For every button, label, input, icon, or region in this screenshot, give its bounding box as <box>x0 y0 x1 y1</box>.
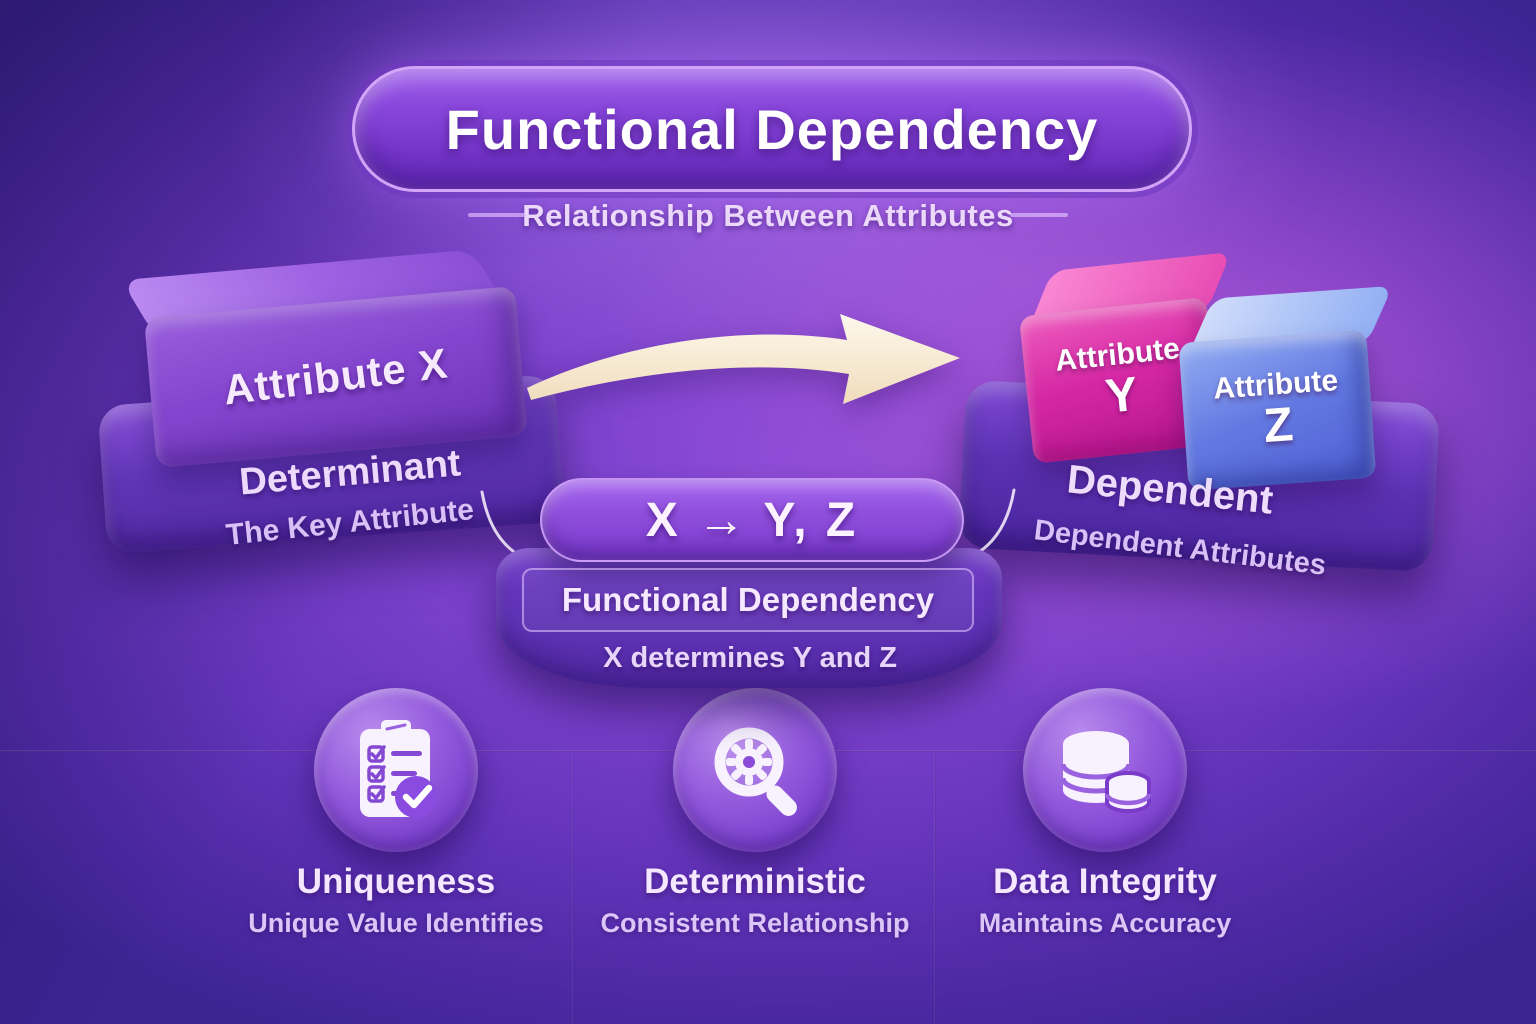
feature-divider-right <box>934 752 936 1024</box>
page-title: Functional Dependency <box>445 97 1099 161</box>
feature-data-integrity: Data Integrity Maintains Accuracy <box>925 688 1285 939</box>
feature-subtitle: Maintains Accuracy <box>978 908 1232 938</box>
dependency-title-frame: Functional Dependency <box>522 568 974 632</box>
attribute-z-cube: Attribute Z <box>1175 283 1393 496</box>
feature-subtitle: Unique Value Identifies <box>248 908 544 938</box>
attribute-x-label: Attribute X <box>220 339 451 414</box>
subtitle-dash-right <box>1010 213 1068 217</box>
feature-divider-left <box>572 752 574 1024</box>
feature-data-integrity-badge <box>1023 688 1187 852</box>
attribute-y-letter: Y <box>1102 367 1141 424</box>
feature-title: Deterministic <box>644 862 866 901</box>
magnifier-gear-icon <box>714 727 797 816</box>
feature-deterministic: Deterministic Consistent Relationship <box>575 688 935 939</box>
feature-subtitle: Consistent Relationship <box>600 908 910 938</box>
page-subtitle: Relationship Between Attributes <box>522 198 1014 233</box>
dependency-formula: X → Y, Z <box>645 493 859 547</box>
checklist-icon <box>360 720 437 818</box>
attribute-z-cube-front-face: Attribute Z <box>1178 329 1377 491</box>
feature-title: Data Integrity <box>993 862 1217 901</box>
subtitle-dash-left <box>468 213 526 217</box>
dependency-caption: X determines Y and Z <box>603 642 897 674</box>
attribute-x-block: Attribute X <box>121 244 528 468</box>
attribute-z-letter: Z <box>1261 397 1295 453</box>
dependency-title: Functional Dependency <box>561 581 935 618</box>
feature-title: Uniqueness <box>296 862 496 901</box>
dependency-arrow <box>527 314 960 404</box>
feature-deterministic-badge <box>673 688 837 852</box>
dependency-formula-pill: X → Y, Z <box>540 478 964 562</box>
database-icon <box>1060 731 1152 813</box>
feature-uniqueness: Uniqueness Unique Value Identifies <box>216 688 576 939</box>
feature-uniqueness-badge <box>314 688 478 852</box>
title-banner: Functional Dependency <box>352 66 1192 192</box>
dependency-podium <box>496 548 1002 688</box>
